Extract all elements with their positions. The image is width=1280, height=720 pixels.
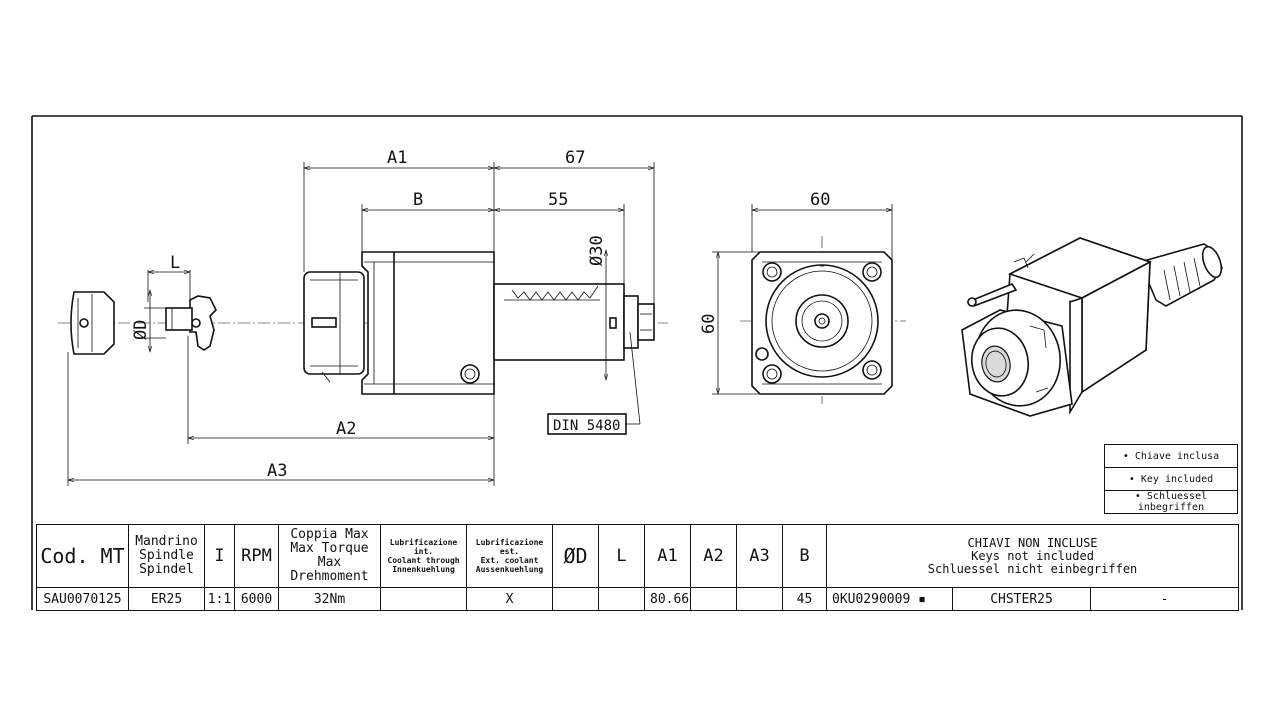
- dim-55-label: 55: [548, 190, 568, 210]
- header-rpm: RPM: [234, 524, 279, 588]
- header-ratio: I: [204, 524, 235, 588]
- cell-external-coolant: X: [466, 587, 553, 611]
- cell-a3: [736, 587, 783, 611]
- header-internal-coolant: Lubrificazione int. Coolant through Inne…: [380, 524, 467, 588]
- header-b: B: [782, 524, 827, 588]
- cell-torque: 32Nm: [278, 587, 381, 611]
- header-a3: A3: [736, 524, 783, 588]
- front-view: 60 60: [699, 190, 906, 404]
- dim-67-label: 67: [565, 148, 585, 168]
- cell-l: [598, 587, 645, 611]
- header-keys: CHIAVI NON INCLUSE Keys not included Sch…: [825, 524, 1240, 588]
- header-l: L: [598, 524, 645, 588]
- cell-ratio: 1:1: [204, 587, 235, 611]
- dim-diameter-30-label: Ø30: [587, 235, 607, 266]
- dim-a2-label: A2: [336, 419, 356, 439]
- cell-internal-coolant: [380, 587, 467, 611]
- legend-item: • Chiave inclusa: [1104, 444, 1238, 468]
- header-diameter: ØD: [552, 524, 599, 588]
- legend-item: • Schluessel inbegriffen: [1104, 490, 1238, 514]
- cell-rpm: 6000: [234, 587, 279, 611]
- header-a2: A2: [690, 524, 737, 588]
- side-view: L ØD: [58, 148, 668, 486]
- key-part: [165, 295, 217, 351]
- isometric-view: [961, 237, 1223, 417]
- dim-front-height-label: 60: [699, 314, 719, 334]
- cell-b: 45: [782, 587, 827, 611]
- dim-l-label: L: [170, 253, 180, 273]
- dim-a1-label: A1: [387, 148, 407, 168]
- drawing-frame: [31, 115, 1243, 610]
- header-torque: Coppia Max Max Torque Max Drehmoment: [278, 524, 381, 588]
- cell-spindle: ER25: [128, 587, 205, 611]
- cell-a1: 80.66: [644, 587, 691, 611]
- header-spindle: Mandrino Spindle Spindel: [128, 524, 205, 588]
- cell-key-extra: -: [1089, 587, 1240, 611]
- cell-a2: [690, 587, 737, 611]
- cell-code: SAU0070125: [36, 587, 129, 611]
- tool-body: [361, 251, 495, 395]
- header-code: Cod. MT: [36, 524, 129, 588]
- cell-diameter: [552, 587, 599, 611]
- din-callout: DIN 5480: [553, 418, 620, 434]
- spec-table: Cod. MT Mandrino Spindle Spindel I RPM C…: [36, 524, 1240, 611]
- table-row: SAU0070125 ER25 1:1 6000 32Nm X 80.66 45…: [36, 587, 1240, 611]
- table-header-row: Cod. MT Mandrino Spindle Spindel I RPM C…: [36, 524, 1240, 588]
- collet-nut: [303, 271, 365, 383]
- header-external-coolant: Lubrificazione est. Ext. coolant Aussenk…: [466, 524, 553, 588]
- collet-nut-part: [70, 291, 115, 355]
- key-legend: • Chiave inclusa • Key included • Schlue…: [1104, 444, 1238, 514]
- dim-a3-label: A3: [267, 461, 287, 481]
- cell-key-name: CHSTER25: [952, 587, 1091, 611]
- legend-item: • Key included: [1104, 467, 1238, 491]
- header-a1: A1: [644, 524, 691, 588]
- shank: [493, 283, 655, 361]
- dim-diameter-d-label: ØD: [131, 320, 151, 340]
- dim-front-width-label: 60: [810, 190, 830, 210]
- cell-key-code: 0KU0290009 ▪: [826, 587, 953, 611]
- dim-b-label: B: [413, 190, 423, 210]
